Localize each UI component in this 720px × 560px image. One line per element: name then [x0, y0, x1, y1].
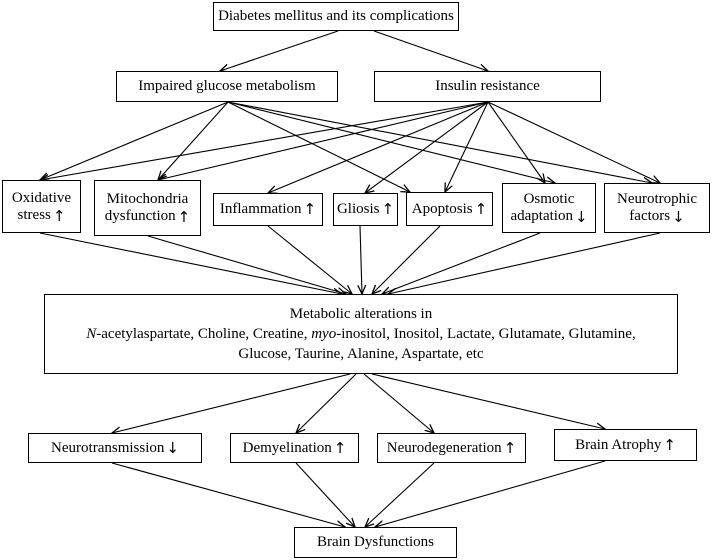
up-arrow-icon: ↑ [381, 200, 395, 218]
up-arrow-icon: ↑ [663, 435, 676, 454]
neurotransmission-box: Neurotransmission ↓ [28, 433, 202, 463]
metabolic-line2-a: -acetylaspartate, Choline, Creatine, [96, 326, 312, 342]
up-arrow-icon: ↑ [303, 200, 317, 218]
metabolic-line2-b: -inositol, Inositol, Lactate, Glutamate,… [336, 326, 636, 342]
mito-line1: Mitochondria [106, 191, 189, 207]
arrow-apoptosis-to-metabolic [372, 225, 441, 294]
metabolic-n-italic: N [86, 326, 97, 342]
arrow-metabolic-to-neurotransmission [112, 373, 351, 433]
arrow-top-to-glucose [220, 30, 339, 71]
diabetes-label: Diabetes mellitus and its complications [218, 8, 454, 24]
brain-atrophy-label: Brain Atrophy [575, 436, 662, 453]
neurotransmission-label: Neurotransmission [51, 439, 165, 456]
arrow-metabolic-to-atrophy [371, 373, 605, 429]
brain-dysfunctions-box: Brain Dysfunctions [294, 527, 457, 558]
brain-atrophy-box: Brain Atrophy ↑ [554, 429, 697, 461]
arrow-neurodegeneration-to-final [365, 462, 435, 527]
arrow-neurotransmission-to-final [111, 462, 345, 527]
inflammation-label: Inflammation [219, 201, 302, 217]
arrow-insulin-to-oxidative [40, 101, 489, 180]
up-arrow-icon: ↑ [474, 199, 488, 218]
oxidative-stress-box: Oxidative stress ↑ [2, 180, 81, 233]
oxidative-line2: stress [17, 206, 51, 223]
up-arrow-icon: ↑ [52, 206, 66, 225]
arrow-atrophy-to-final [375, 460, 606, 527]
arrow-glucose-to-mito [158, 101, 229, 180]
insulin-resistance-label: Insulin resistance [435, 78, 540, 94]
arrow-insulin-to-mito [158, 101, 489, 180]
down-arrow-icon: ↓ [574, 208, 588, 226]
arrow-metabolic-to-demyelination [296, 373, 357, 433]
impaired-glucose-label: Impaired glucose metabolism [138, 78, 316, 94]
neurotrophic-factors-box: Neurotrophic factors ↓ [604, 183, 710, 233]
neurodegeneration-box: Neurodegeneration ↑ [377, 433, 526, 463]
osmotic-adaptation-box: Osmotic adaptation ↓ [502, 183, 596, 233]
oxidative-line1: Oxidative [11, 189, 72, 206]
up-arrow-icon: ↑ [177, 208, 191, 226]
down-arrow-icon: ↓ [672, 208, 685, 226]
arrow-neurotrophic-to-metabolic [388, 232, 661, 294]
arrow-insulin-to-gliosis [365, 101, 489, 193]
up-arrow-icon: ↑ [503, 438, 517, 457]
gliosis-box: Gliosis ↑ [333, 193, 398, 226]
arrow-insulin-to-osmotic [487, 101, 545, 183]
mitochondria-dysfunction-box: Mitochondria dysfunction ↑ [94, 180, 201, 236]
arrow-glucose-to-oxidative [40, 101, 229, 180]
osmotic-line1: Osmotic [523, 191, 575, 207]
inflammation-box: Inflammation ↑ [213, 193, 323, 226]
arrow-inflammation-to-metabolic [267, 225, 352, 294]
arrow-demyelination-to-final [295, 462, 355, 527]
arrow-gliosis-to-metabolic [360, 225, 362, 294]
arrow-mito-to-metabolic [147, 235, 346, 294]
metabolic-line2: N-acetylaspartate, Choline, Creatine, my… [86, 324, 635, 344]
arrow-glucose-to-apoptosis [227, 101, 410, 192]
insulin-resistance-box: Insulin resistance [374, 71, 601, 102]
arrow-glucose-to-neurotrophic [227, 101, 652, 183]
arrow-metabolic-to-neurodegeneration [363, 373, 434, 433]
apoptosis-label: Apoptosis [411, 200, 473, 217]
neurotrophic-line1: Neurotrophic [617, 191, 697, 207]
arrow-insulin-to-inflammation [268, 101, 489, 193]
neurodegeneration-label: Neurodegeneration [386, 439, 502, 456]
mito-line2: dysfunction [104, 208, 176, 224]
demyelination-label: Demyelination [242, 439, 332, 456]
down-arrow-icon: ↓ [166, 438, 179, 457]
impaired-glucose-box: Impaired glucose metabolism [116, 71, 338, 102]
apoptosis-box: Apoptosis ↑ [406, 192, 493, 226]
demyelination-box: Demyelination ↑ [230, 433, 359, 463]
arrow-osmotic-to-metabolic [382, 232, 541, 294]
osmotic-line2: adaptation [510, 208, 573, 224]
arrow-insulin-to-neurotrophic [487, 101, 660, 183]
arrow-insulin-to-apoptosis [445, 101, 489, 192]
gliosis-label: Gliosis [336, 201, 380, 217]
metabolic-line3: Glucose, Taurine, Alanine, Aspartate, et… [238, 346, 484, 362]
arrow-top-to-insulin [373, 30, 488, 71]
metabolic-line1: Metabolic alterations in [289, 306, 433, 322]
brain-dysfunctions-label: Brain Dysfunctions [316, 534, 435, 550]
metabolic-alterations-box: Metabolic alterations in N-acetylasparta… [44, 294, 678, 374]
neurotrophic-line2: factors [629, 208, 671, 224]
up-arrow-icon: ↑ [333, 438, 347, 457]
metabolic-myo-italic: myo [311, 326, 337, 342]
arrow-oxidative-to-metabolic [39, 232, 342, 294]
diabetes-box: Diabetes mellitus and its complications [213, 2, 459, 31]
